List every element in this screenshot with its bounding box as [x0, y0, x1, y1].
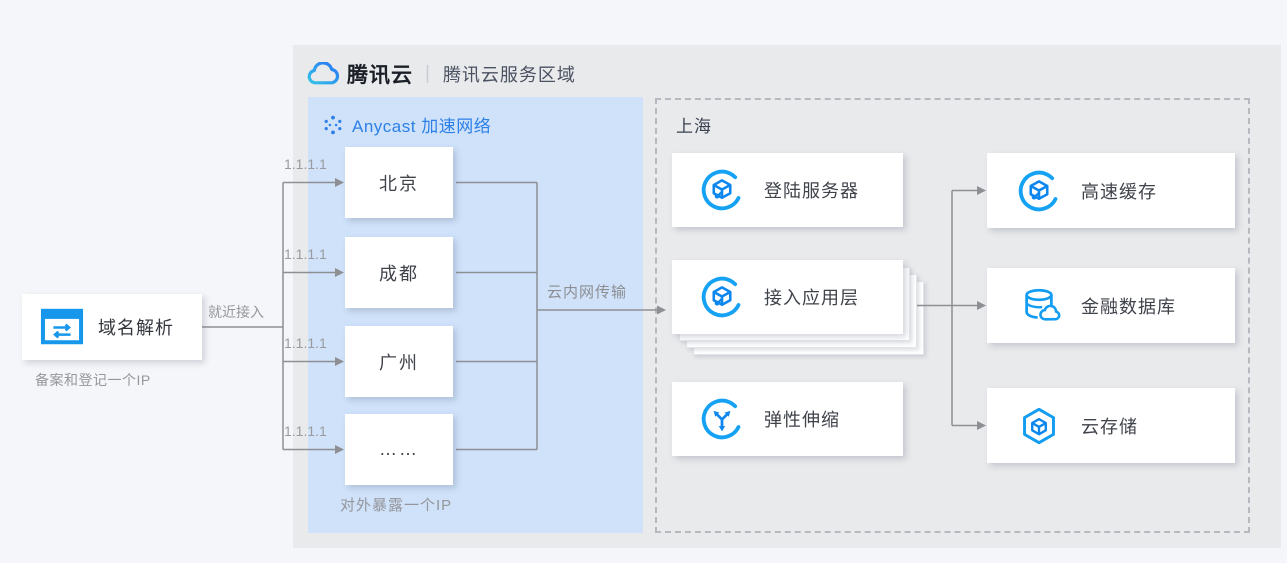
target-cache: 高速缓存: [987, 153, 1235, 228]
target-cloud-storage: 云存储: [987, 388, 1235, 463]
network-dots-icon: [324, 115, 342, 134]
cloud-server-icon: [701, 169, 743, 211]
edge-label-nearest-access: 就近接入: [208, 304, 264, 320]
shanghai-title: 上海: [676, 117, 712, 136]
cloud-server-icon: [701, 276, 743, 318]
anycast-footer-note: 对外暴露一个IP: [340, 497, 453, 514]
ip-label: 1.1.1.1: [284, 156, 327, 172]
ip-label: 1.1.1.1: [284, 335, 327, 351]
cloud-storage-icon: [1023, 407, 1055, 444]
node-chengdu: 成都: [345, 237, 453, 308]
brand-name: 腾讯云: [347, 64, 413, 87]
service-login-server: 登陆服务器: [672, 153, 903, 227]
tencent-cloud-logo-icon: [307, 61, 340, 84]
cloud-server-icon: [1018, 170, 1060, 211]
anycast-header: Anycast 加速网络: [323, 112, 491, 137]
edge-label-intranet-transfer: 云内网传输: [547, 284, 628, 301]
service-label: 接入应用层: [764, 288, 859, 308]
node-guangzhou: 广州: [345, 326, 453, 397]
ip-label: 1.1.1.1: [284, 423, 327, 439]
dns-caption: 备案和登记一个IP: [35, 372, 151, 388]
dns-label: 域名解析: [98, 318, 174, 338]
dns-node: 域名解析: [22, 294, 202, 360]
service-label: 登陆服务器: [764, 181, 859, 201]
service-label: 弹性伸缩: [764, 410, 840, 430]
service-app-layer: 接入应用层: [672, 260, 903, 334]
auto-scaling-icon: [701, 398, 743, 440]
target-finance-db: 金融数据库: [987, 268, 1235, 343]
target-label: 高速缓存: [1081, 181, 1157, 202]
region-title: 腾讯云服务区域: [442, 65, 576, 85]
target-label: 金融数据库: [1081, 296, 1176, 317]
service-auto-scaling: 弹性伸缩: [672, 382, 903, 456]
header-separator: |: [425, 63, 430, 84]
node-more: ……: [345, 414, 453, 485]
ip-label: 1.1.1.1: [284, 246, 327, 262]
node-beijing: 北京: [345, 147, 453, 218]
anycast-title: Anycast 加速网络: [352, 117, 492, 136]
target-label: 云存储: [1081, 416, 1138, 437]
brand-header: 腾讯云 | 腾讯云服务区域: [306, 59, 576, 89]
domain-resolution-icon: [40, 308, 84, 345]
cloud-database-icon: [1025, 288, 1061, 321]
